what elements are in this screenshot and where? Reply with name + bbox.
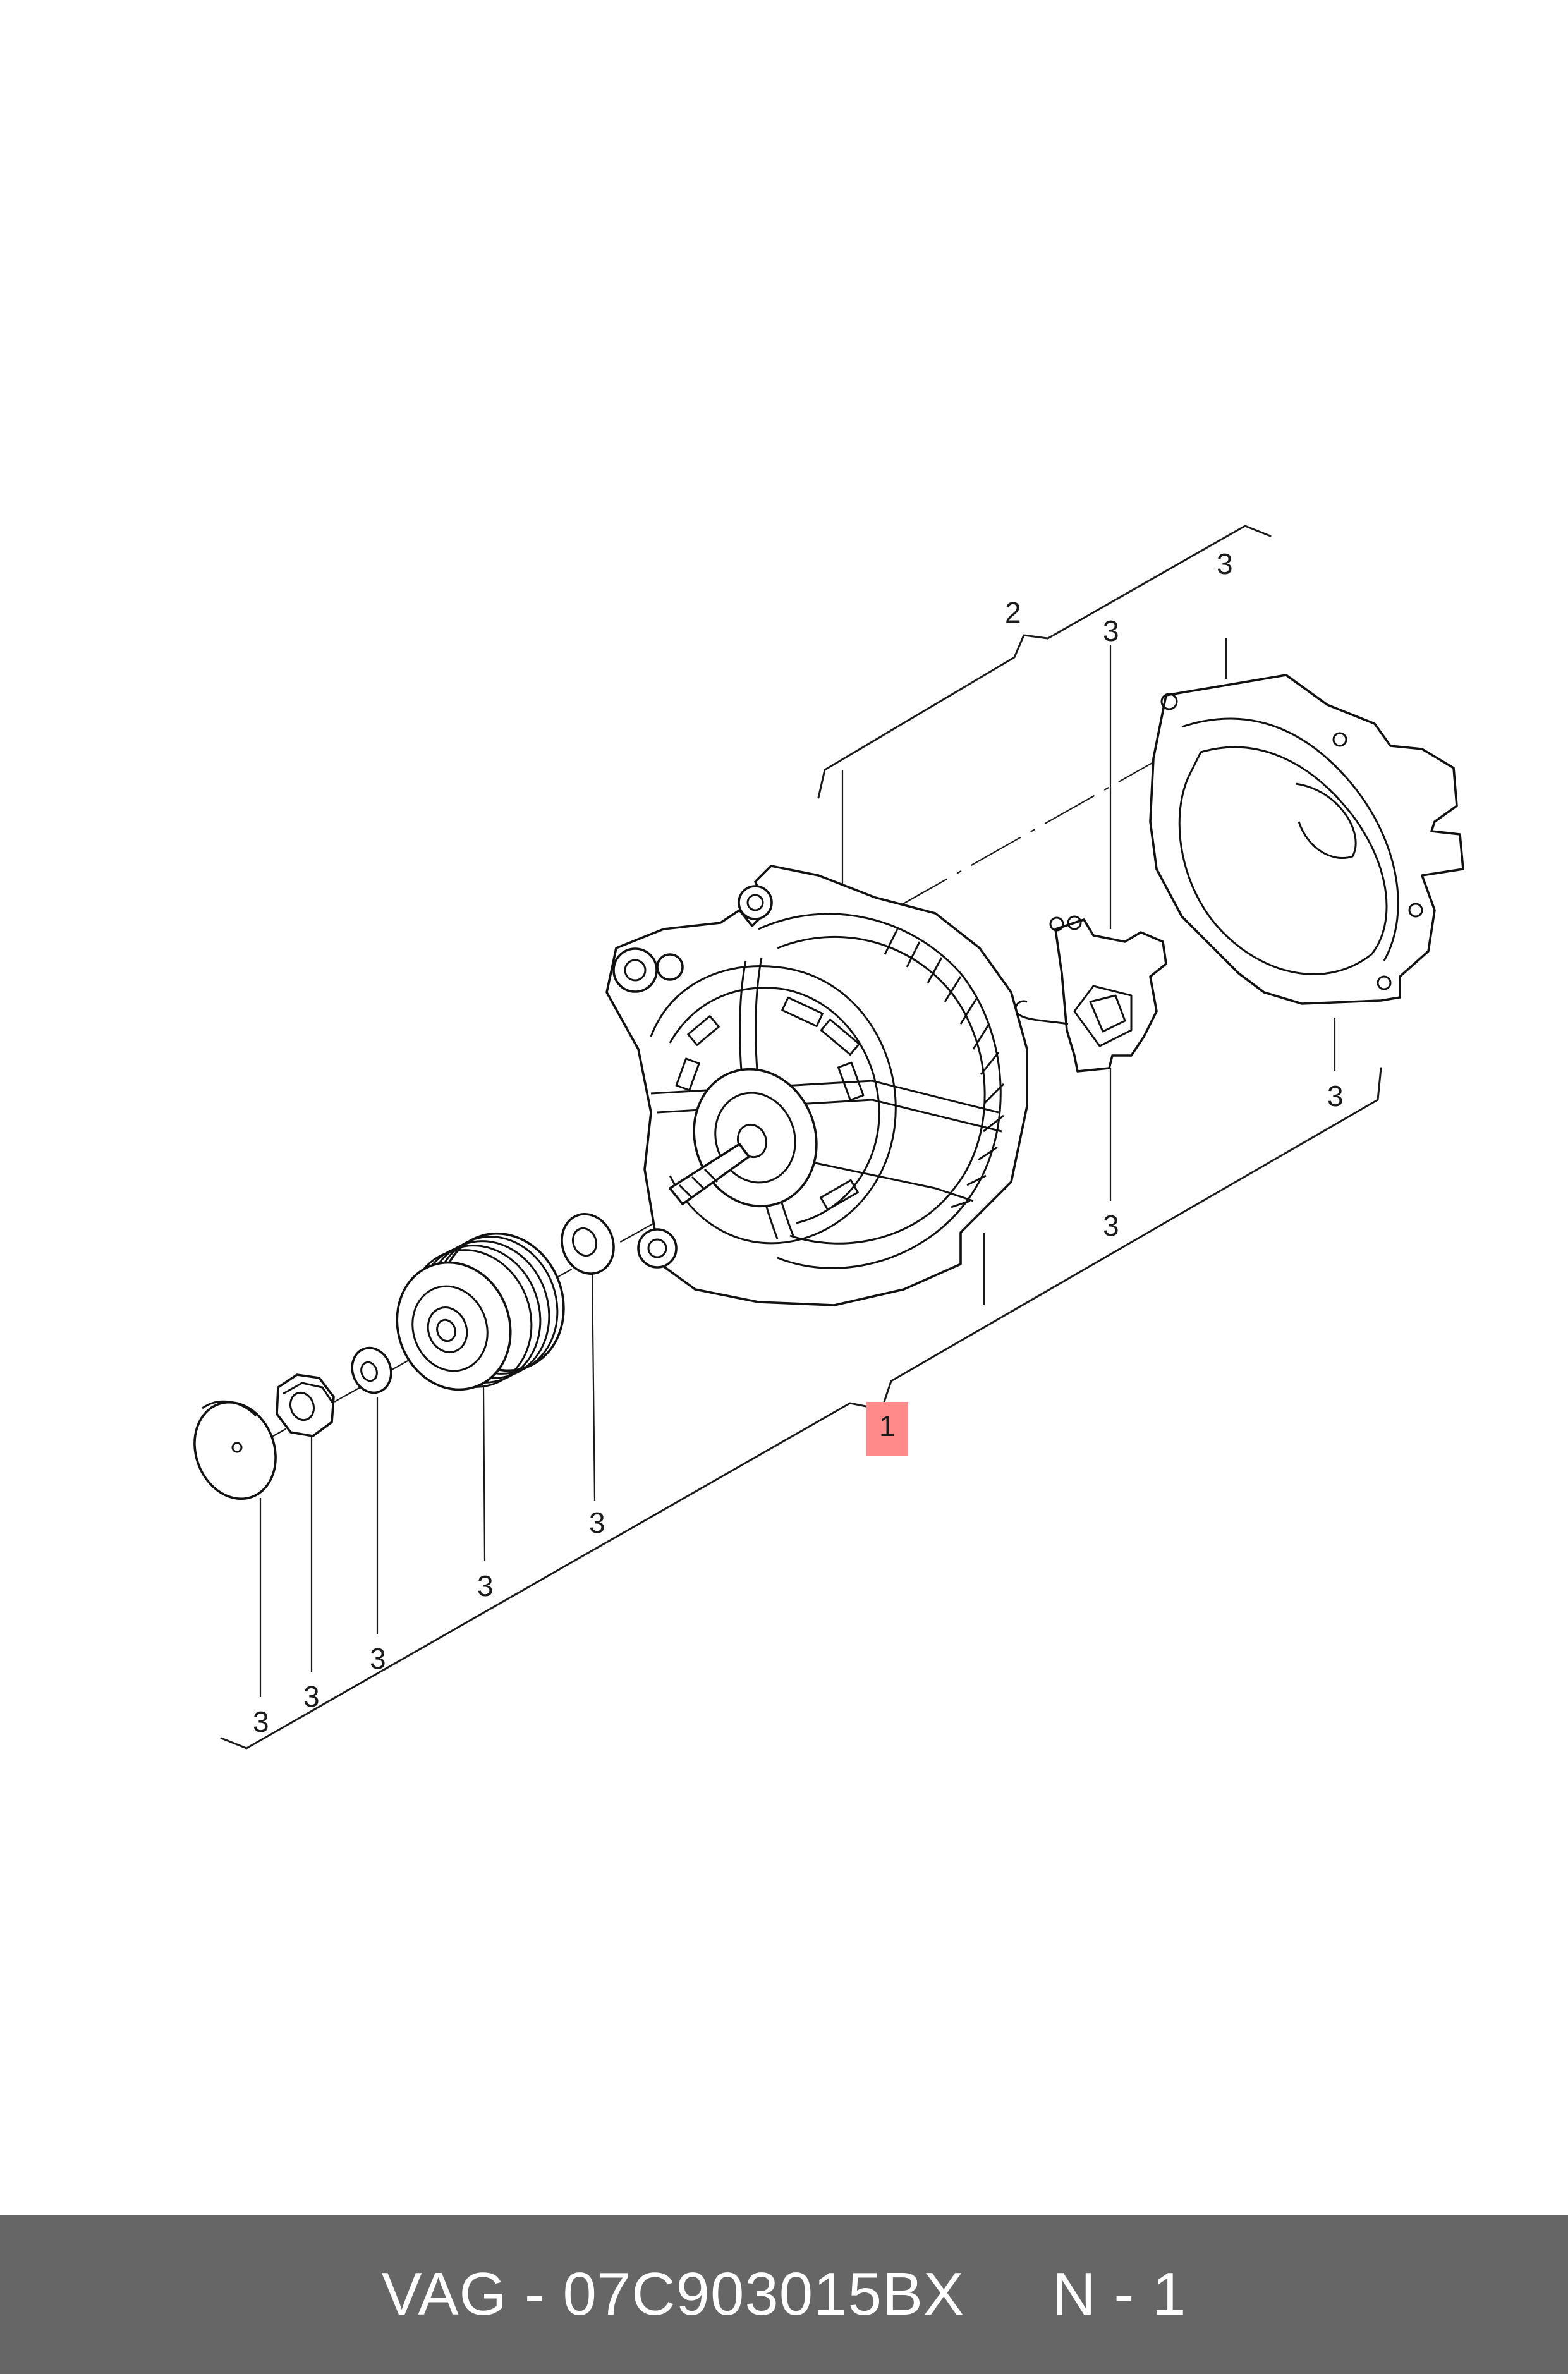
rear-cover	[1149, 674, 1464, 1005]
callout-1-highlight	[866, 1402, 908, 1456]
callout-regulator-bottom: 3	[1103, 1209, 1119, 1242]
callout-cap: 3	[253, 1705, 269, 1738]
pulley	[396, 1232, 565, 1391]
callout-rear-group: 2	[1005, 596, 1021, 629]
callout-cover-bottom: 3	[1327, 1080, 1344, 1112]
callout-spacer-washer: 3	[370, 1642, 386, 1675]
callout-bearing-washer: 3	[589, 1506, 605, 1539]
callout-regulator-top: 3	[1103, 614, 1119, 647]
part-number-footer: VAG - 07C903015BX N - 1	[0, 2215, 1568, 2374]
callout-main-assembly: 1	[879, 1409, 896, 1442]
callout-rear-cover: 3	[1217, 547, 1233, 580]
alternator-body	[605, 865, 1028, 1306]
leader-lines	[220, 525, 1382, 1750]
voltage-regulator	[1014, 915, 1167, 1073]
hex-nut	[276, 1373, 335, 1437]
protective-cap	[193, 1400, 277, 1500]
callout-nut: 3	[303, 1680, 320, 1713]
bearing-washer	[561, 1213, 615, 1275]
callout-pulley: 3	[477, 1569, 494, 1602]
spacer-washer	[351, 1346, 392, 1394]
callout-labels: 1 2 3 3 3 3 3 3 3 3 3	[253, 547, 1344, 1738]
part-number-text: VAG - 07C903015BX N - 1	[381, 2260, 1187, 2328]
exploded-parts-diagram: 1 2 3 3 3 3 3 3 3 3 3	[193, 525, 1464, 1750]
